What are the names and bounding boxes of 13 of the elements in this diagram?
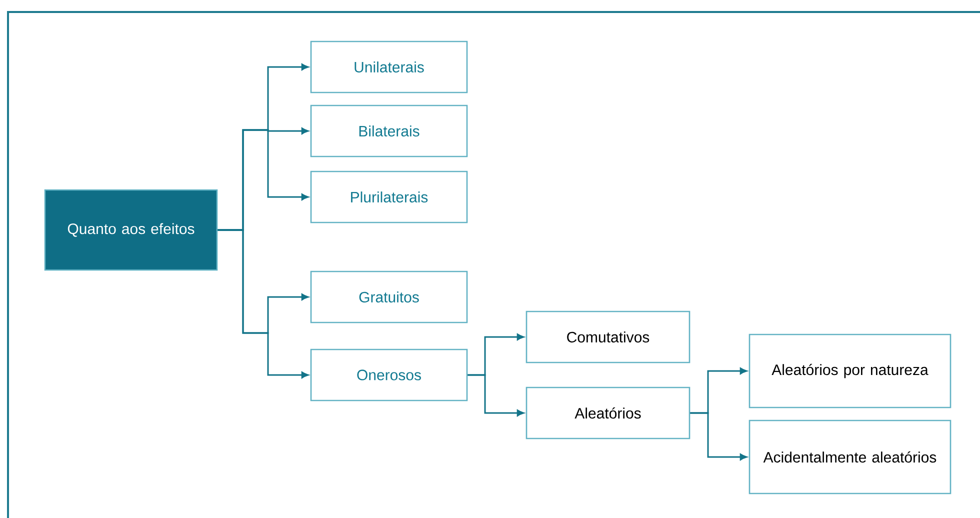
type-box: Bilaterais <box>310 104 468 158</box>
category-box: Quanto aos efeitos <box>44 189 218 271</box>
type-box: Gratuitos <box>310 270 468 324</box>
subtype-box: Acidentalmente aleatórios <box>748 420 952 494</box>
type-box: Unilaterais <box>310 40 468 94</box>
arrow <box>468 374 524 416</box>
type-box: Plurilaterais <box>310 170 468 224</box>
arrow <box>218 229 308 378</box>
type-box: Onerosos <box>310 348 468 402</box>
subtype-box: Comutativos <box>526 310 690 364</box>
subtype-box: Aleatórios <box>526 386 690 440</box>
subtype-box: Aleatórios por natureza <box>748 334 952 408</box>
arrow <box>690 412 747 460</box>
